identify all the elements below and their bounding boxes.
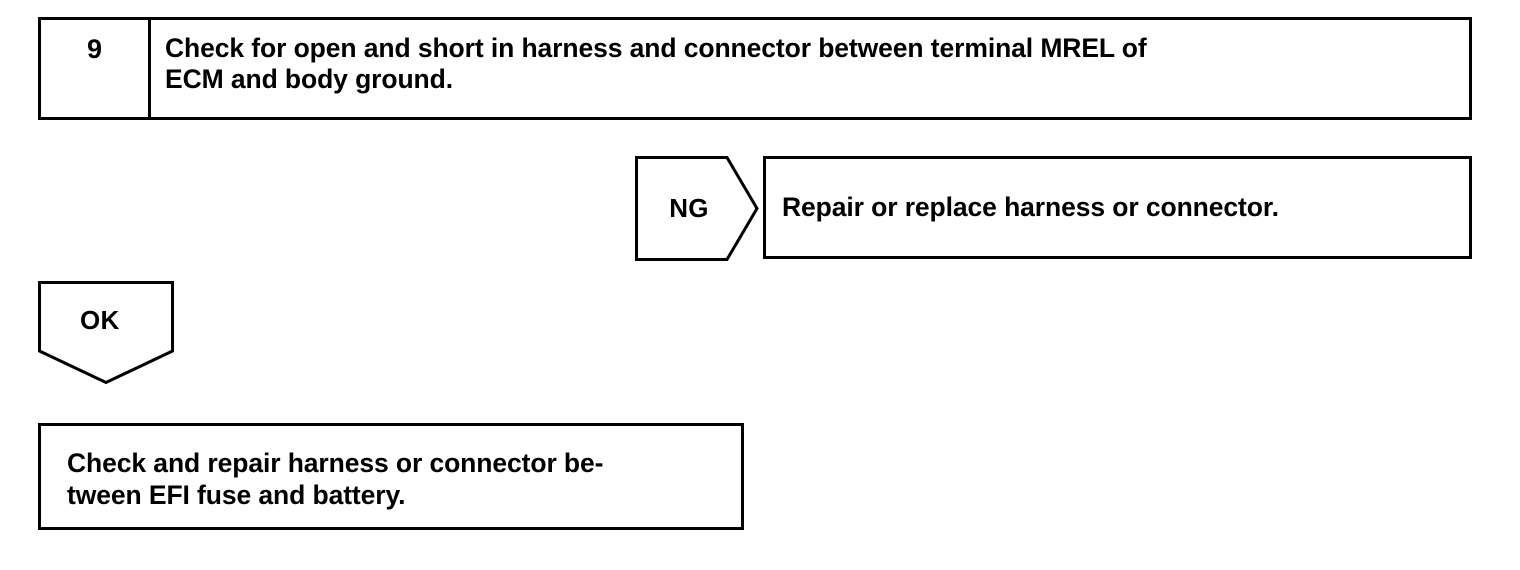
step-instruction-text: Check for open and short in harness and … — [165, 33, 1147, 94]
ok-arrow-pentagon-icon — [38, 281, 174, 384]
step-number: 9 — [86, 34, 103, 64]
step-instruction-cell: Check for open and short in harness and … — [151, 20, 1469, 117]
step-row: 9 Check for open and short in harness an… — [38, 17, 1472, 120]
branch-label-ng: NG — [669, 193, 709, 223]
ng-result-text: Repair or replace harness or connector. — [782, 192, 1279, 223]
ok-result-box: Check and repair harness or connector be… — [38, 423, 744, 530]
branch-marker-ok: OK — [38, 281, 174, 384]
ok-result-text: Check and repair harness or connector be… — [67, 448, 604, 510]
ng-arrow-pentagon-icon — [635, 156, 759, 261]
step-number-cell: 9 — [41, 20, 151, 117]
branch-marker-ng: NG — [635, 156, 759, 261]
branch-label-ok: OK — [80, 304, 120, 335]
ng-result-box: Repair or replace harness or connector. — [763, 156, 1472, 259]
